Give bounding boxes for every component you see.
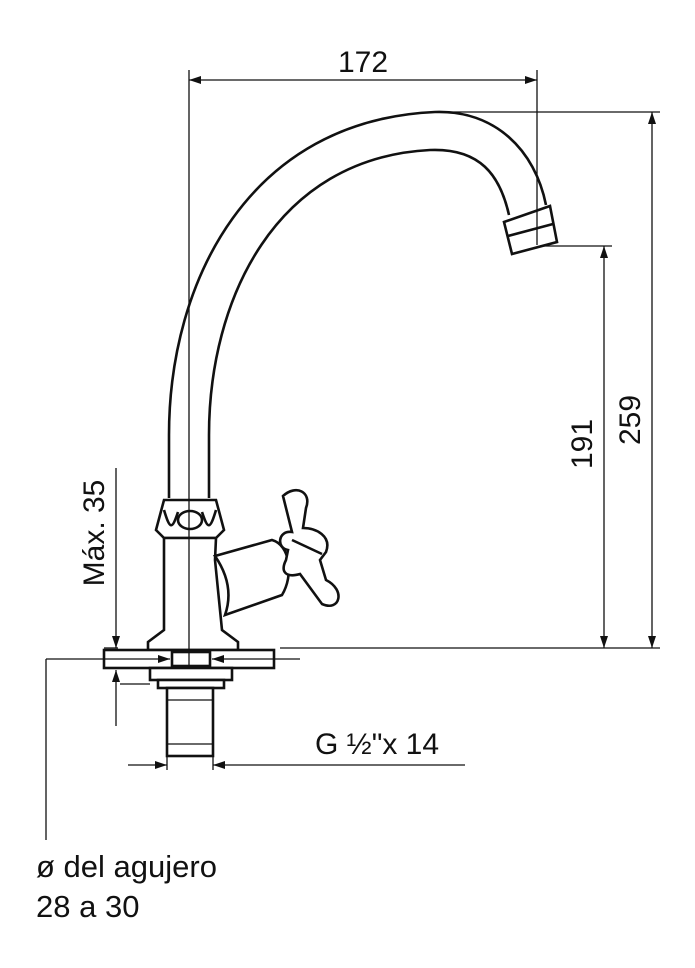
faucet-body [102,110,559,758]
dimension-spout-height: 191 [566,246,608,648]
spout-inner [207,148,511,498]
dimension-width: 172 [189,46,537,84]
dimension-max-thickness: Máx. 35 [78,468,120,726]
dimension-thread: G ½"x 14 [128,728,465,769]
spout-height-label: 191 [566,419,599,469]
lock-nut [148,666,234,682]
valve-head [212,538,291,618]
lower-body [146,536,240,652]
thread-label: G ½"x 14 [315,728,439,761]
width-label: 172 [338,46,388,79]
hole-note-line2: 28 a 30 [36,889,139,924]
max-thickness-label: Máx. 35 [78,480,111,587]
hole-arrows [45,655,300,840]
spout-outer [167,110,548,498]
threaded-shank [165,686,215,758]
dimension-total-height: 259 [614,112,656,648]
hole-note-line1: ø del agujero [36,849,217,884]
total-height-label: 259 [614,395,647,445]
hole-note: ø del agujero 28 a 30 [36,849,217,924]
